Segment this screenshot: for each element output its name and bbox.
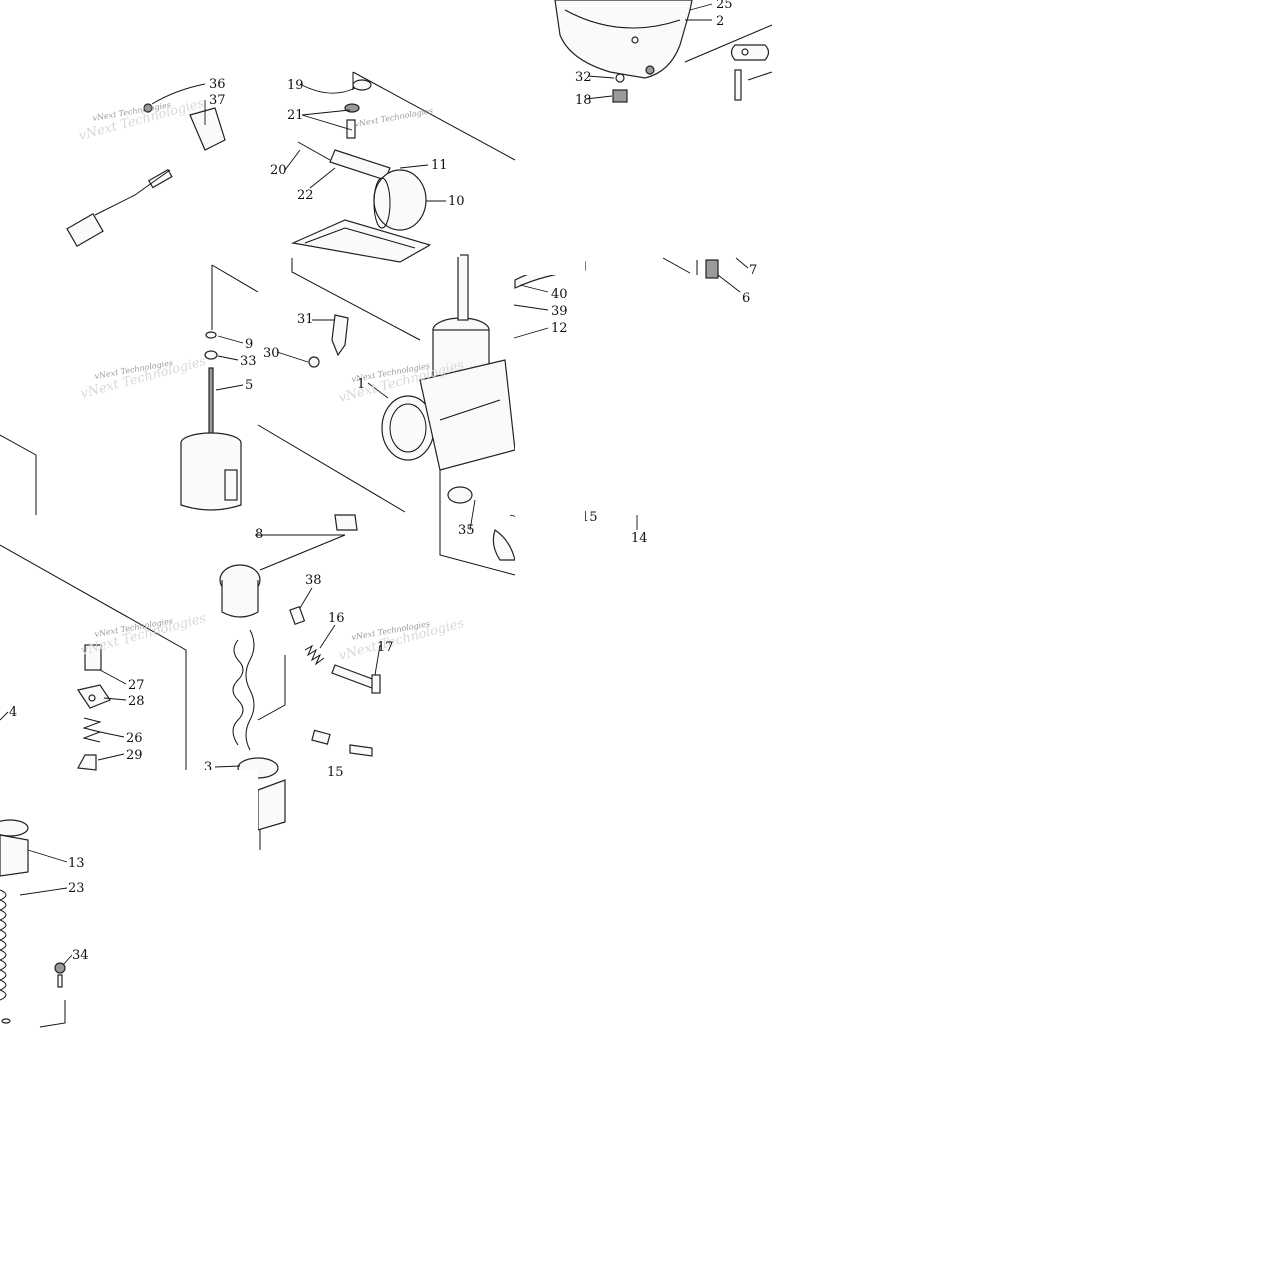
part-throttle-sensor (66, 103, 226, 247)
callout-18: 18 (575, 93, 592, 108)
callout-11: 11 (431, 158, 448, 173)
callout-10: 10 (448, 194, 465, 209)
callout-28: 28 (128, 694, 145, 709)
callout-1: 1 (357, 377, 365, 392)
callout-7: 7 (749, 263, 757, 278)
callout-26: 26 (126, 731, 143, 746)
part-float-needle-set (297, 79, 391, 181)
part-idle-screw-15 (311, 729, 373, 757)
part-spring-23 (0, 889, 11, 1024)
callout-30: 30 (263, 346, 280, 361)
part-float-bowl (554, 0, 693, 79)
callout-25: 25 (716, 0, 733, 12)
watermark-2: vNext Technologies (354, 106, 434, 129)
callout-36: 36 (209, 77, 226, 92)
callout-33: 33 (240, 354, 257, 369)
callout-15-lower: 15 (327, 765, 344, 780)
part-pilot-screw (331, 664, 381, 694)
callout-15-upper: 15 (581, 510, 598, 525)
callout-29: 29 (126, 748, 143, 763)
part-bowl-drain (612, 73, 628, 103)
callout-37: 37 (209, 93, 226, 108)
callout-labels: 36 37 19 21 20 22 11 10 25 2 32 18 7 6 4… (9, 0, 757, 963)
part-choke-lever (308, 314, 349, 368)
callout-21: 21 (287, 108, 304, 123)
construction-lines (0, 24, 773, 1028)
part-fitting-6 (705, 259, 719, 279)
callout-31: 31 (297, 312, 314, 327)
callout-12: 12 (551, 321, 568, 336)
part-throttle-slide (180, 432, 242, 511)
callout-5: 5 (245, 378, 253, 393)
callout-39: 39 (551, 304, 568, 319)
callout-2: 2 (716, 14, 724, 29)
callout-22: 22 (297, 188, 314, 203)
callout-6: 6 (742, 291, 750, 306)
callout-38: 38 (305, 573, 322, 588)
part-pin-38 (289, 605, 306, 625)
part-slide-cap (334, 514, 358, 531)
part-bottom-cap-13 (0, 819, 29, 877)
callout-17: 17 (377, 640, 394, 655)
callout-3: 3 (204, 760, 212, 775)
part-carburetor-body (381, 254, 516, 561)
part-float (373, 169, 427, 231)
callout-23: 23 (68, 881, 85, 896)
callout-20: 20 (270, 163, 287, 178)
callout-32: 32 (575, 70, 592, 85)
part-bowl-bracket (730, 44, 770, 101)
part-jet-needle (204, 331, 218, 441)
callout-4: 4 (9, 705, 17, 720)
callout-8: 8 (255, 527, 263, 542)
part-spring-16 (304, 644, 325, 666)
callout-9: 9 (245, 337, 253, 352)
callout-35: 35 (458, 523, 475, 538)
callout-19: 19 (287, 78, 304, 93)
callout-13: 13 (68, 856, 85, 871)
callout-27: 27 (128, 678, 145, 693)
callout-34: 34 (72, 948, 89, 963)
callout-16: 16 (328, 611, 345, 626)
callout-14: 14 (631, 531, 648, 546)
callout-40: 40 (551, 287, 568, 302)
part-main-jet-assembly (77, 644, 111, 771)
leader-lines (0, 3, 749, 966)
part-screw-34 (54, 962, 66, 988)
